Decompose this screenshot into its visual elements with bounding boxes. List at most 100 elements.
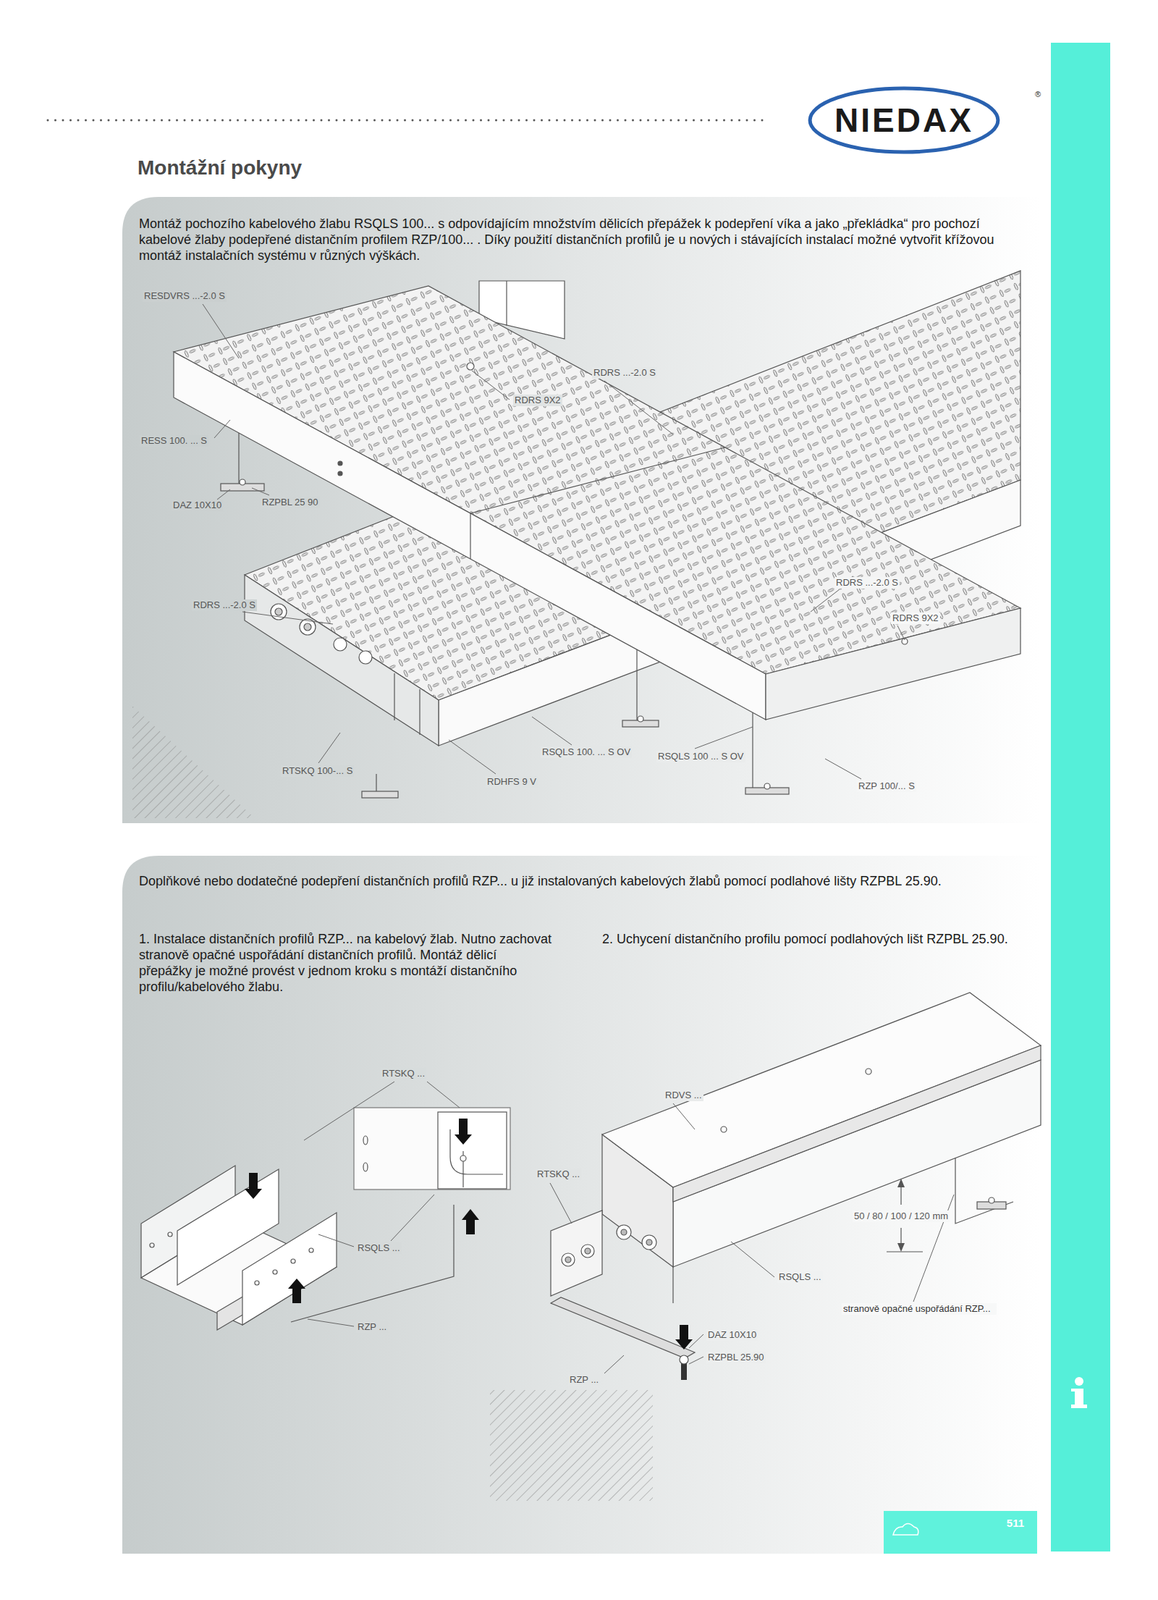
leader-lines (689, 1333, 704, 1348)
part-label: RESS 100. ... S (139, 434, 209, 447)
divider-mounting-illustration (244, 1172, 262, 1199)
floor-rail-illustration (489, 1389, 653, 1501)
divider-mounting-illustration (149, 1242, 155, 1248)
crossing-trays-illustration (637, 715, 644, 722)
floor-rail-illustration (584, 1247, 591, 1254)
floor-rail-illustration (620, 1228, 627, 1235)
part-label: stranově opačné uspořádání RZP... (841, 1302, 997, 1315)
divider-mounting-illustration (437, 1111, 507, 1189)
floor-rail-illustration (581, 1244, 595, 1258)
crossing-trays-illustration (275, 607, 283, 616)
crossing-trays-illustration (361, 791, 399, 798)
brand-logo: NIEDAX (772, 85, 1035, 155)
part-label: RDRS ...-2.0 S (191, 599, 257, 611)
leader-lines (825, 758, 862, 779)
leader-lines (673, 1102, 695, 1130)
leader-lines (427, 1081, 460, 1108)
part-label: RTSKQ ... (535, 1168, 582, 1180)
crossing-trays-illustration (469, 513, 471, 559)
leader-lines (303, 1081, 395, 1140)
part-label: RDRS ...-2.0 S (592, 366, 658, 379)
panel-ground (122, 196, 1041, 823)
part-label: RSQLS ... (777, 1270, 823, 1283)
floor-rail-illustration (675, 1324, 693, 1350)
leader-lines (303, 1081, 954, 1373)
page-number-ground (883, 1510, 1038, 1554)
divider-mounting-illustration (272, 1269, 278, 1274)
panel-ground (122, 855, 1041, 1554)
divider-mounting-illustration (309, 1247, 314, 1253)
crossing-trays-illustration (333, 637, 347, 651)
floor-rail-illustration (550, 1296, 695, 1358)
leader-lines (202, 303, 905, 779)
crossing-trays-illustration (132, 270, 1021, 818)
crossing-trays-illustration (466, 362, 475, 370)
part-label: RDRS 9X2 (513, 394, 563, 407)
crossing-trays-illustration (358, 650, 373, 664)
floor-rail-illustration (672, 1266, 674, 1303)
floor-rail-illustration (602, 992, 1041, 1187)
crossing-trays-illustration (470, 447, 726, 514)
leader-lines (217, 489, 231, 500)
info-icon (1071, 1388, 1077, 1392)
crossing-trays-illustration (337, 461, 343, 466)
part-label: RTSKQ 100-... S (280, 765, 354, 777)
leader-lines (689, 1356, 704, 1364)
floor-rail-illustration (886, 1250, 923, 1252)
part-label: RDHFS 9 V (485, 775, 538, 788)
leader-lines (550, 1182, 572, 1224)
floor-rail-illustration (897, 1242, 905, 1252)
part-label: RZPBL 25.90 (706, 1351, 766, 1363)
part-label: RDVS ... (663, 1089, 704, 1101)
leader-lines (202, 303, 239, 359)
leader-lines (318, 732, 341, 763)
divider-mounting-illustration (460, 1155, 467, 1161)
body-text: 2. Uchycení distančního profilu pomocí p… (602, 930, 1015, 947)
part-label: RZP 100/... S (856, 780, 917, 792)
crossing-trays-illustration (375, 773, 377, 792)
divider-mounting-illustration (254, 1280, 260, 1285)
body-text: Montáž pochozího kabelového žlabu RSQLS … (138, 215, 1026, 264)
leader-lines (897, 625, 905, 640)
divider-mounting-illustration (290, 1204, 454, 1322)
divider-mounting-illustration (242, 1212, 337, 1325)
part-label: 50 / 80 / 100 / 120 mm (852, 1210, 950, 1222)
floor-rail-illustration (550, 1210, 603, 1296)
divider-mounting-illustration (454, 1118, 472, 1145)
leader-lines (604, 1354, 624, 1373)
part-label: RZP ... (356, 1320, 388, 1333)
floor-rail-illustration (955, 1157, 1014, 1224)
leader-lines (318, 1233, 354, 1247)
leader-lines (390, 1194, 435, 1241)
part-label: RZP ... (568, 1373, 600, 1386)
page-number-box: 511 (883, 1510, 1038, 1554)
divider-mounting-illustration (461, 1208, 480, 1234)
part-label: RDRS 9X2 (890, 612, 941, 624)
part-label: RESDVRS ...-2.0 S (142, 290, 227, 302)
part-label: RZPBL 25 90 (260, 496, 320, 509)
leader-lines (730, 1241, 775, 1277)
floor-rail-illustration (679, 1354, 689, 1364)
crossing-trays-illustration (419, 689, 420, 735)
divider-mounting-illustration (290, 1258, 296, 1263)
part-label: DAZ 10X10 (171, 499, 223, 511)
floor-rail-illustration (646, 1239, 653, 1245)
info-icon (1071, 1376, 1088, 1408)
leader-lines (242, 611, 333, 624)
crossing-trays-illustration (751, 712, 753, 788)
page-number: 511 (1006, 1516, 1025, 1529)
floor-rail-illustration (673, 1045, 1041, 1202)
crossing-trays-illustration (239, 479, 246, 485)
info-icon (1071, 1404, 1088, 1408)
page-title: Montážní pokyny (137, 156, 302, 180)
leader-lines (810, 589, 840, 612)
side-bar (1050, 42, 1111, 1551)
floor-rail-illustration (988, 1197, 995, 1203)
leader-lines (694, 726, 753, 749)
leader-lines (214, 419, 231, 438)
logo-oval (809, 88, 999, 152)
crossing-trays-illustration (238, 432, 239, 484)
part-label: DAZ 10X10 (706, 1328, 758, 1341)
floor-rail-illustration (897, 1178, 905, 1187)
